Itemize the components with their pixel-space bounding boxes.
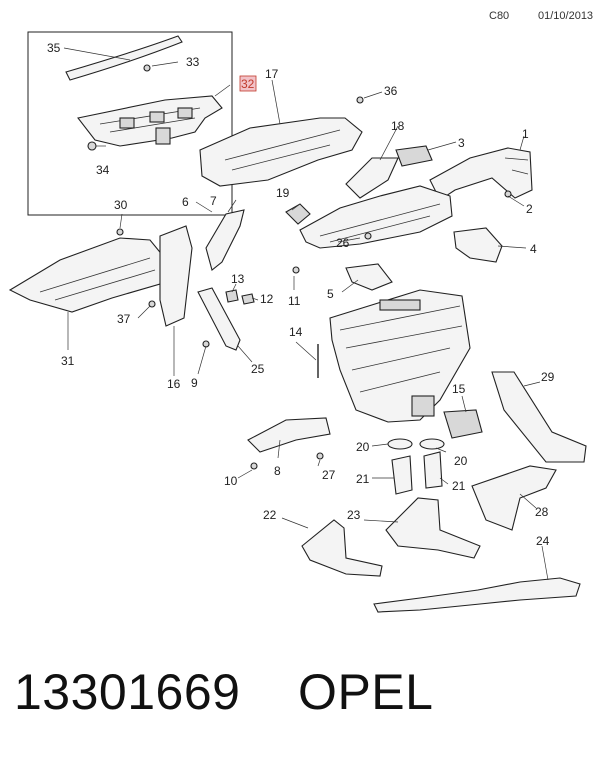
part-22-floor-duct [301,519,383,577]
part-11-screw [292,266,300,274]
callout-2: 2 [526,202,533,216]
part-20-seal-left [387,438,413,450]
callout-18: 18 [391,119,405,133]
callout-32-highlight [239,75,257,92]
part-17-defroster-panel [199,117,363,187]
part-21-duct-left [391,455,413,495]
callout-25: 25 [251,362,265,376]
part-20-seal-right [419,438,445,450]
callout-29: 29 [541,370,555,384]
callout-11: 11 [288,294,301,308]
callout-28: 28 [535,505,549,519]
callout-24: 24 [536,534,550,548]
callout-17: 17 [265,67,279,81]
part-23-floor-duct [385,497,481,559]
leader-lines [63,47,549,581]
callout-35: 35 [47,41,61,55]
callout-7: 7 [210,194,217,208]
part-12-clip [241,293,255,305]
brand-name: OPEL [298,664,434,720]
callout-22: 22 [263,508,277,522]
hvac-module [329,289,471,423]
part-19-nozzle [285,203,311,225]
callout-8: 8 [274,464,281,478]
callout-32: 32 [241,77,255,91]
part-21-duct-right [423,451,443,489]
callout-6: 6 [182,195,189,209]
callout-19: 19 [276,186,290,200]
part-18-vent-grille [345,157,399,199]
callout-37: 37 [117,312,131,326]
callout-27: 27 [322,468,336,482]
part-31-left-panel [8,237,169,313]
callout-31: 31 [61,354,75,368]
callout-16: 16 [167,377,181,391]
part-15-actuator [443,409,483,439]
part-34-clip [87,141,106,151]
callout-34: 34 [96,163,110,177]
part-3-outlet [395,145,433,167]
callout-36: 36 [384,84,398,98]
part-32-defroster-duct [77,95,223,147]
part-37-screw [148,300,156,308]
part-10-screw [250,462,258,470]
part-1-side-duct [429,147,533,201]
callout-5: 5 [327,287,334,301]
callout-20-left: 20 [356,440,370,454]
callout-30: 30 [114,198,128,212]
part-33-screw [143,64,151,72]
part-30-screw [116,228,124,236]
part-6-duct [205,209,245,271]
callout-3: 3 [458,136,465,150]
part-24-rear-floor-duct [373,577,581,613]
callout-14: 14 [289,325,303,339]
part-16-vertical-duct [159,225,193,327]
part-4-vent-assembly [453,227,503,263]
callout-9: 9 [191,376,198,390]
callout-20-right: 20 [454,454,468,468]
part-28-duct [471,465,557,531]
callout-33: 33 [186,55,200,69]
part-27-clip [316,452,324,460]
part-5-vent [345,263,393,291]
part-29-rear-duct [491,371,587,463]
callout-26: 26 [336,236,350,250]
callout-21-left: 21 [356,472,370,486]
diagram-code: C80 [489,10,510,22]
part-26-screw [364,232,372,240]
part-number: 13301669 [14,664,241,720]
part-caption: 13301669 OPEL [14,663,433,721]
callout-15: 15 [452,382,466,396]
callout-4: 4 [530,242,537,256]
diagram-date: 01/10/2013 [538,10,594,22]
exploded-parts-diagram: 35 33 32 17 36 18 3 1 34 19 6 7 2 30 26 … [8,31,587,613]
callout-21-right: 21 [452,479,466,493]
callout-10: 10 [224,474,238,488]
callout-23: 23 [347,508,361,522]
main-ir-duct [299,185,453,249]
part-2-screw [504,190,512,198]
part-8-floor-duct [247,417,331,453]
part-35-trim-strip [65,35,183,81]
callout-1: 1 [522,127,529,141]
part-25-duct [197,287,241,351]
part-36-screw [356,96,364,104]
callout-12: 12 [260,292,274,306]
callout-13: 13 [231,272,245,286]
